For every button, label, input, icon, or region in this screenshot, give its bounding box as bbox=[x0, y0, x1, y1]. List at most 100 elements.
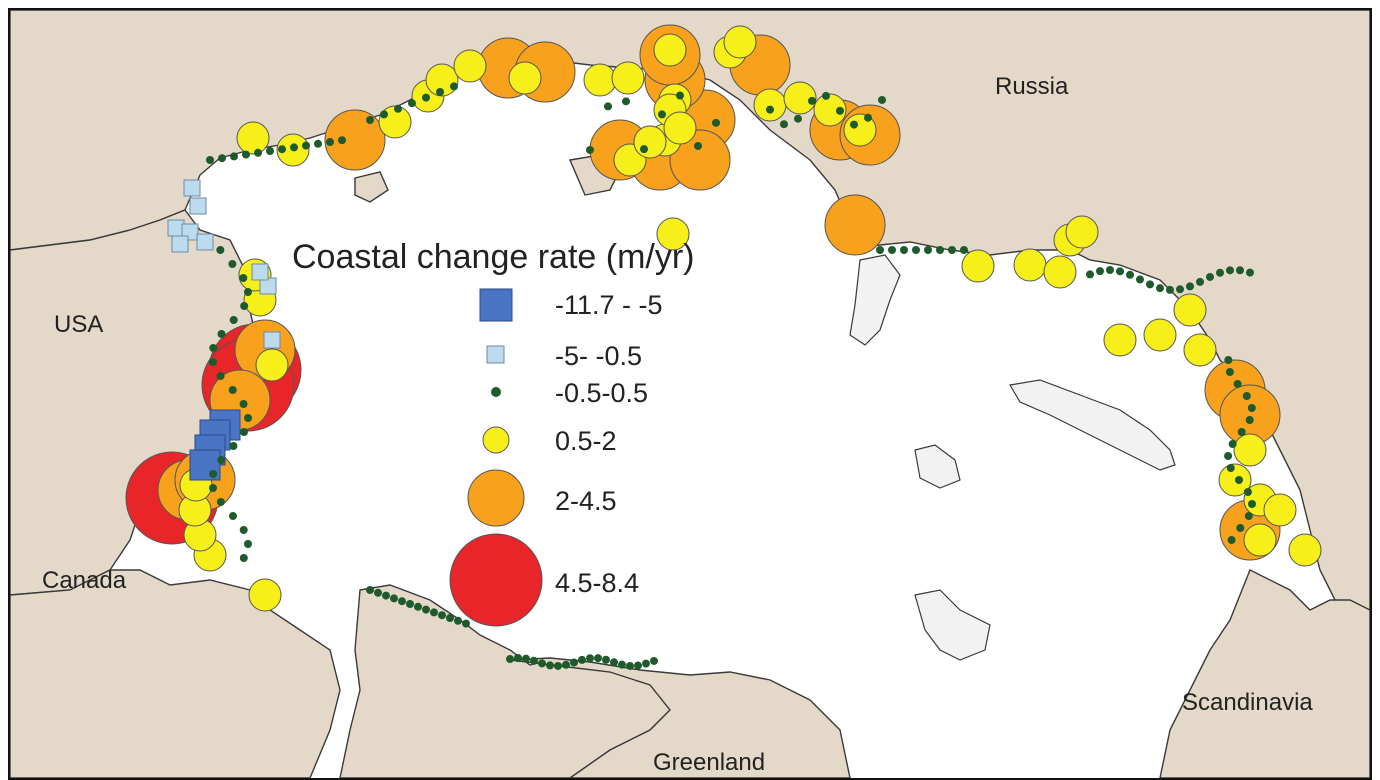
coastal-change-marker-0.5_2 bbox=[1013, 248, 1047, 282]
coastal-change-marker-_0.5_0.5 bbox=[217, 456, 226, 464]
coastal-change-marker-_0.5_0.5 bbox=[338, 136, 346, 145]
coastal-change-marker-_0.5_0.5 bbox=[1233, 380, 1242, 388]
coastal-change-marker-_0.5_0.5 bbox=[1126, 270, 1134, 279]
map-frame: Russia USA Canada Greenland Scandinavia … bbox=[8, 8, 1372, 780]
coastal-change-marker-_0.5_0.5 bbox=[948, 246, 956, 254]
coastal-change-marker-_0.5_0.5 bbox=[228, 512, 237, 520]
coastal-change-marker-_0.5_0.5 bbox=[888, 246, 896, 254]
coastal-change-marker-_0.5_0.5 bbox=[1236, 524, 1245, 532]
coastal-change-marker-_0.5_0.5 bbox=[522, 654, 530, 663]
coastal-change-marker-0.5_2 bbox=[508, 61, 542, 95]
coastal-change-marker-_0.5_0.5 bbox=[900, 246, 908, 254]
coastal-change-marker-_0.5_0.5 bbox=[1227, 536, 1236, 544]
coastal-change-marker-_0.5_0.5 bbox=[794, 114, 802, 123]
coastal-change-marker-_0.5_0.5 bbox=[626, 661, 634, 670]
coastal-change-marker-_0.5_0.5 bbox=[240, 302, 249, 310]
landmass-severnaya-zemlya bbox=[849, 254, 901, 346]
coastal-change-marker-_5_0.5 bbox=[189, 197, 207, 215]
coastal-change-marker-0.5_2 bbox=[753, 88, 787, 122]
landmass-wrangel bbox=[354, 171, 389, 203]
coastal-change-marker-_0.5_0.5 bbox=[228, 386, 237, 394]
coastal-change-marker-_0.5_0.5 bbox=[878, 95, 886, 104]
coastal-change-marker-_0.5_0.5 bbox=[266, 147, 274, 155]
coastal-change-marker-_0.5_0.5 bbox=[314, 139, 322, 148]
legend-symbol-erosion-square bbox=[486, 345, 505, 364]
coastal-change-marker-_0.5_0.5 bbox=[1246, 268, 1254, 277]
coastal-change-marker-2_4.5 bbox=[324, 109, 386, 171]
coastal-change-marker-_0.5_0.5 bbox=[243, 540, 252, 548]
coastal-change-marker-_0.5_0.5 bbox=[1226, 266, 1234, 275]
coastal-change-marker-_0.5_0.5 bbox=[622, 97, 630, 106]
coastal-change-marker-_0.5_0.5 bbox=[864, 113, 872, 122]
coastal-change-marker-_0.5_0.5 bbox=[650, 656, 658, 665]
coastal-change-marker-_0.5_0.5 bbox=[602, 655, 610, 664]
coastal-change-marker-0.5_2 bbox=[1288, 533, 1322, 567]
coastal-change-marker-0.5_2 bbox=[1233, 433, 1267, 467]
coastal-change-marker-_0.5_0.5 bbox=[586, 145, 594, 154]
coastal-change-marker-0.5_2 bbox=[1263, 493, 1297, 527]
coastal-change-marker-_0.5_0.5 bbox=[209, 344, 218, 352]
coastal-change-marker-_0.5_0.5 bbox=[1247, 404, 1256, 412]
coastal-change-marker-_0.5_0.5 bbox=[414, 602, 422, 611]
coastal-change-marker-_0.5_0.5 bbox=[422, 605, 430, 614]
region-label-usa: USA bbox=[54, 311, 103, 338]
coastal-change-marker-_0.5_0.5 bbox=[876, 246, 884, 254]
coastal-change-marker-_5_0.5 bbox=[183, 179, 201, 197]
coastal-change-marker-_0.5_0.5 bbox=[209, 484, 218, 492]
legend-label-2: -5- -0.5 bbox=[555, 341, 642, 371]
coastal-change-marker-_0.5_0.5 bbox=[239, 274, 248, 282]
coastal-change-marker-_0.5_0.5 bbox=[430, 608, 438, 617]
coastal-change-marker-_0.5_0.5 bbox=[1186, 282, 1194, 291]
coastal-change-marker-_0.5_0.5 bbox=[640, 145, 648, 154]
coastal-change-marker-_0.5_0.5 bbox=[554, 661, 562, 670]
coastal-change-marker-_0.5_0.5 bbox=[1166, 285, 1174, 294]
coastal-change-marker-_0.5_0.5 bbox=[1244, 512, 1253, 520]
coastal-change-marker-_0.5_0.5 bbox=[514, 654, 522, 663]
coastal-change-marker-_0.5_0.5 bbox=[1237, 428, 1246, 436]
coastal-change-marker-_0.5_0.5 bbox=[462, 619, 470, 628]
coastal-change-marker-_0.5_0.5 bbox=[530, 656, 538, 665]
coastal-change-marker-_0.5_0.5 bbox=[239, 400, 248, 408]
coastal-change-marker-_0.5_0.5 bbox=[239, 554, 248, 562]
coastal-change-marker-_0.5_0.5 bbox=[634, 661, 642, 670]
coastal-change-marker-_0.5_0.5 bbox=[578, 655, 586, 664]
legend-symbol-large-accretion-circle bbox=[449, 533, 543, 627]
coastal-change-marker-_0.5_0.5 bbox=[1242, 392, 1251, 400]
coastal-change-marker-_0.5_0.5 bbox=[562, 660, 570, 669]
coastal-change-marker-_0.5_0.5 bbox=[209, 470, 218, 478]
landmass-canada bbox=[10, 569, 341, 778]
coastal-change-marker-_0.5_0.5 bbox=[676, 91, 684, 100]
coastal-change-marker-0.5_2 bbox=[453, 49, 487, 83]
coastal-change-markers bbox=[125, 24, 1322, 670]
coastal-change-marker-_0.5_0.5 bbox=[822, 91, 830, 100]
legend-label-3: -0.5-0.5 bbox=[555, 378, 648, 408]
landmass-scandinavia bbox=[1159, 569, 1370, 778]
coastal-change-marker-_0.5_0.5 bbox=[218, 154, 226, 163]
coastal-change-marker-_0.5_0.5 bbox=[1146, 280, 1154, 289]
coastal-change-marker-_0.5_0.5 bbox=[406, 600, 414, 608]
coastal-change-marker-_0.5_0.5 bbox=[1245, 416, 1254, 424]
coastal-change-marker-0.5_2 bbox=[1173, 293, 1207, 327]
coastal-change-marker-0.5_2 bbox=[1143, 318, 1177, 352]
coastal-change-marker-_0.5_0.5 bbox=[206, 156, 214, 164]
coastal-change-marker-0.5_2 bbox=[813, 93, 847, 127]
coastal-change-marker-_0.5_0.5 bbox=[239, 526, 248, 534]
coastal-change-marker-0.5_2 bbox=[1043, 255, 1077, 289]
coastal-change-marker-0.5_2 bbox=[1218, 463, 1252, 497]
coastal-change-marker-_0.5_0.5 bbox=[229, 442, 238, 450]
coastal-change-marker-_0.5_0.5 bbox=[586, 654, 594, 663]
coastal-change-marker-_0.5_0.5 bbox=[217, 330, 226, 338]
coastal-change-marker-_0.5_0.5 bbox=[912, 246, 920, 254]
coastal-change-marker-_0.5_0.5 bbox=[374, 588, 382, 597]
coastal-change-marker-_0.5_0.5 bbox=[808, 96, 816, 105]
coastal-change-marker-_5_0.5 bbox=[263, 331, 281, 349]
coastal-change-marker-_0.5_0.5 bbox=[254, 148, 262, 157]
coastal-change-marker-_0.5_0.5 bbox=[1196, 277, 1204, 286]
coastal-change-marker-0.5_2 bbox=[248, 578, 282, 612]
coastal-change-marker-_0.5_0.5 bbox=[1106, 266, 1114, 275]
coastal-change-marker-_0.5_0.5 bbox=[1176, 285, 1184, 294]
coastal-change-marker-_0.5_0.5 bbox=[1096, 267, 1104, 276]
coastal-change-marker-_0.5_0.5 bbox=[216, 372, 225, 380]
legend-symbol-medium-accretion-circle bbox=[467, 469, 525, 527]
coastal-change-marker-0.5_2 bbox=[723, 25, 757, 59]
